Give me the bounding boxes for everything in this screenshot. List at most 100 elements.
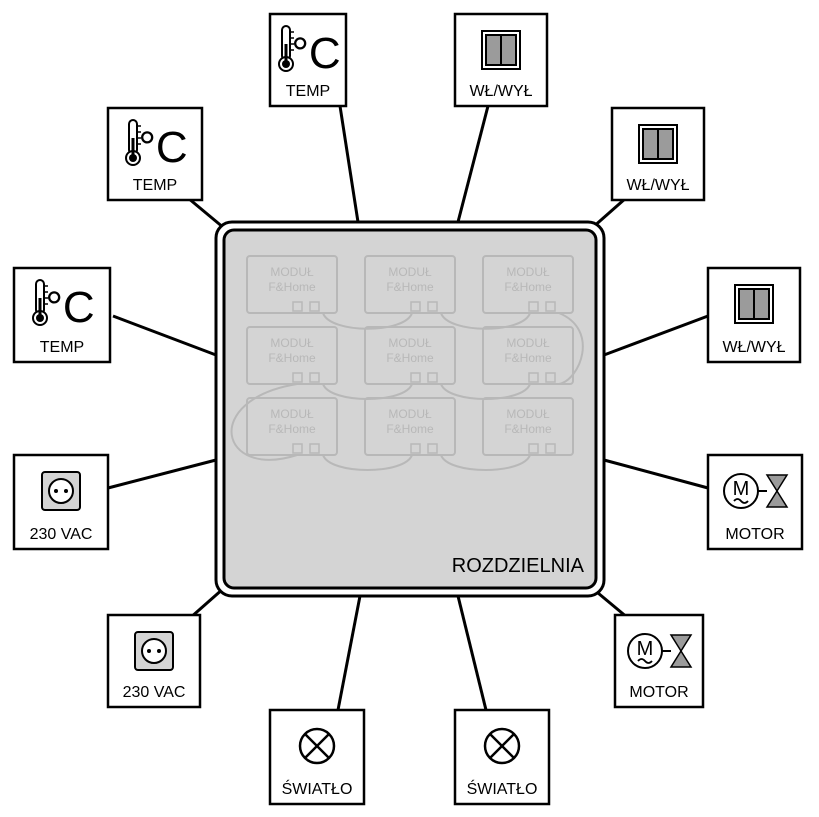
module-label-line2: F&Home bbox=[386, 280, 434, 294]
device-temp-top[interactable]: °C TEMP bbox=[268, 12, 348, 108]
module-terminal bbox=[410, 443, 421, 454]
line-temp-left bbox=[112, 314, 217, 357]
device-box bbox=[12, 266, 112, 364]
module-terminal bbox=[309, 372, 320, 383]
device-label: WŁ/WYŁ bbox=[469, 83, 532, 100]
module-body bbox=[364, 255, 456, 314]
module-body bbox=[246, 326, 338, 385]
module-label-line1: MODUŁ bbox=[270, 336, 314, 350]
module-terminal bbox=[309, 301, 320, 312]
module-label-line2: F&Home bbox=[268, 280, 316, 294]
device-label: MOTOR bbox=[725, 526, 784, 543]
module-label-line2: F&Home bbox=[504, 422, 552, 436]
device-label: TEMP bbox=[133, 177, 177, 194]
module-label-line2: F&Home bbox=[386, 422, 434, 436]
module-body bbox=[482, 326, 574, 385]
module-terminal bbox=[545, 301, 556, 312]
device-motor-right[interactable]: M MOTOR bbox=[706, 453, 804, 551]
module-label-line1: MODUŁ bbox=[388, 407, 432, 421]
connection-lines bbox=[107, 105, 709, 711]
module-terminal bbox=[545, 443, 556, 454]
module-label-line1: MODUŁ bbox=[506, 336, 550, 350]
module-terminal bbox=[309, 443, 320, 454]
line-light-bottom-left bbox=[336, 595, 362, 711]
thermometer-column bbox=[284, 44, 288, 62]
module-grid: MODUŁF&HomeMODUŁF&HomeMODUŁF&HomeMODUŁF&… bbox=[246, 255, 574, 456]
module-terminal bbox=[427, 372, 438, 383]
module-terminal bbox=[410, 301, 421, 312]
device-label: 230 VAC bbox=[123, 684, 186, 701]
thermometer-fill bbox=[129, 154, 137, 162]
thermometer-fill bbox=[36, 314, 44, 322]
device-socket-lower-left[interactable]: 230 VAC bbox=[106, 613, 202, 709]
device-switch-top[interactable]: WŁ/WYŁ bbox=[453, 12, 549, 108]
thermometer-column bbox=[131, 138, 135, 156]
motor-wave bbox=[733, 498, 749, 504]
socket-pin bbox=[147, 649, 151, 653]
device-label: WŁ/WYŁ bbox=[626, 177, 689, 194]
motor-wave bbox=[637, 658, 653, 664]
panel-label: ROZDZIELNIA bbox=[452, 555, 585, 577]
valve-bottom bbox=[765, 489, 789, 508]
socket-icon bbox=[41, 471, 81, 511]
line-socket-left bbox=[107, 458, 217, 490]
socket-face bbox=[141, 638, 167, 664]
lamp-cross bbox=[304, 733, 330, 759]
module-body bbox=[246, 397, 338, 456]
valve-top bbox=[669, 634, 693, 653]
lamp-cross bbox=[489, 733, 515, 759]
module-label-line1: MODUŁ bbox=[388, 265, 432, 279]
line-switch-top bbox=[456, 105, 490, 223]
device-light-bottom-right[interactable]: ŚWIATŁO bbox=[453, 708, 551, 806]
module-body bbox=[246, 255, 338, 314]
device-temp-upper-left[interactable]: °C TEMP bbox=[106, 106, 204, 202]
module-body bbox=[482, 255, 574, 314]
line-temp-top bbox=[338, 105, 360, 223]
line-light-bottom-right bbox=[456, 595, 488, 711]
module-terminal bbox=[545, 372, 556, 383]
motor-symbol: M bbox=[637, 638, 654, 660]
light-icon bbox=[298, 727, 336, 765]
thermometer-column bbox=[38, 298, 42, 316]
line-switch-upper-right bbox=[591, 196, 627, 230]
device-box bbox=[106, 106, 204, 202]
socket-pin bbox=[64, 489, 68, 493]
celsius-symbol: °C bbox=[45, 283, 94, 332]
module-label-line2: F&Home bbox=[386, 351, 434, 365]
temp-icon: °C bbox=[278, 25, 341, 78]
motor-symbol: M bbox=[733, 478, 750, 500]
device-label: 230 VAC bbox=[30, 526, 93, 543]
device-switch-upper-right[interactable]: WŁ/WYŁ bbox=[610, 106, 706, 202]
module-terminal bbox=[292, 301, 303, 312]
device-switch-right[interactable]: WŁ/WYŁ bbox=[706, 266, 802, 364]
line-socket-lower-left bbox=[189, 586, 225, 620]
device-light-bottom-left[interactable]: ŚWIATŁO bbox=[268, 708, 366, 806]
module-terminal bbox=[528, 301, 539, 312]
line-motor-right bbox=[603, 458, 709, 490]
module-label-line1: MODUŁ bbox=[270, 265, 314, 279]
module-label-line1: MODUŁ bbox=[506, 407, 550, 421]
switch-icon bbox=[638, 124, 678, 164]
line-temp-upper-left bbox=[187, 196, 225, 230]
celsius-symbol: °C bbox=[138, 123, 187, 172]
temp-icon: °C bbox=[125, 119, 188, 172]
socket-pin bbox=[157, 649, 161, 653]
motor-icon: M bbox=[723, 473, 789, 509]
device-socket-left[interactable]: 230 VAC bbox=[12, 453, 110, 551]
module-label-line2: F&Home bbox=[504, 280, 552, 294]
device-label: TEMP bbox=[286, 83, 330, 100]
module-label-line1: MODUŁ bbox=[270, 407, 314, 421]
module-terminal bbox=[410, 372, 421, 383]
valve-bottom bbox=[669, 649, 693, 668]
